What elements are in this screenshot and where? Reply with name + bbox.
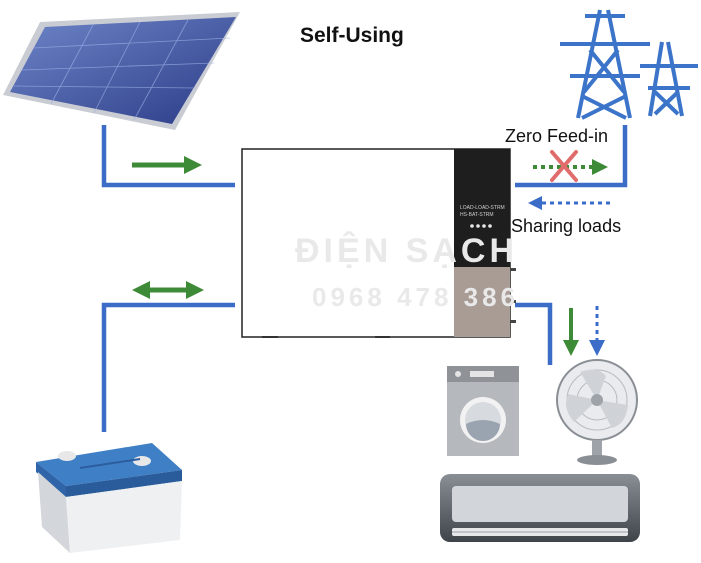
inverter-display-line2: HS-BAT-STRM: [460, 212, 494, 218]
battery-flow-arrow: [132, 281, 204, 299]
solar-flow-arrow: [132, 156, 202, 174]
inverter-display-line1: LOAD-LOAD-STRM: [460, 205, 505, 211]
transmission-tower-icon: [560, 9, 698, 120]
watermark-phone: 0968 478 386: [312, 282, 520, 312]
load-feed-arrows: [563, 306, 605, 356]
air-conditioner-icon: [440, 474, 640, 542]
battery-icon: [36, 443, 182, 553]
diagram-title: Self-Using: [300, 24, 404, 47]
zero-feed-in-label: Zero Feed-in: [505, 126, 609, 146]
inverter-buttons: [470, 224, 492, 228]
fan-icon: [556, 359, 638, 465]
grid-to-load-arrow: [528, 196, 610, 210]
blocked-mark-icon: [550, 150, 578, 182]
watermark-name: ĐIỆN SẠCH: [295, 232, 519, 270]
sharing-loads-label: Sharing loads: [511, 216, 622, 236]
solar-panel-icon: [3, 12, 240, 130]
hybrid-inverter: [241, 148, 516, 338]
washing-machine-icon: [447, 366, 519, 456]
wiring: [101, 125, 628, 432]
feed-in-arrow: [533, 159, 608, 175]
